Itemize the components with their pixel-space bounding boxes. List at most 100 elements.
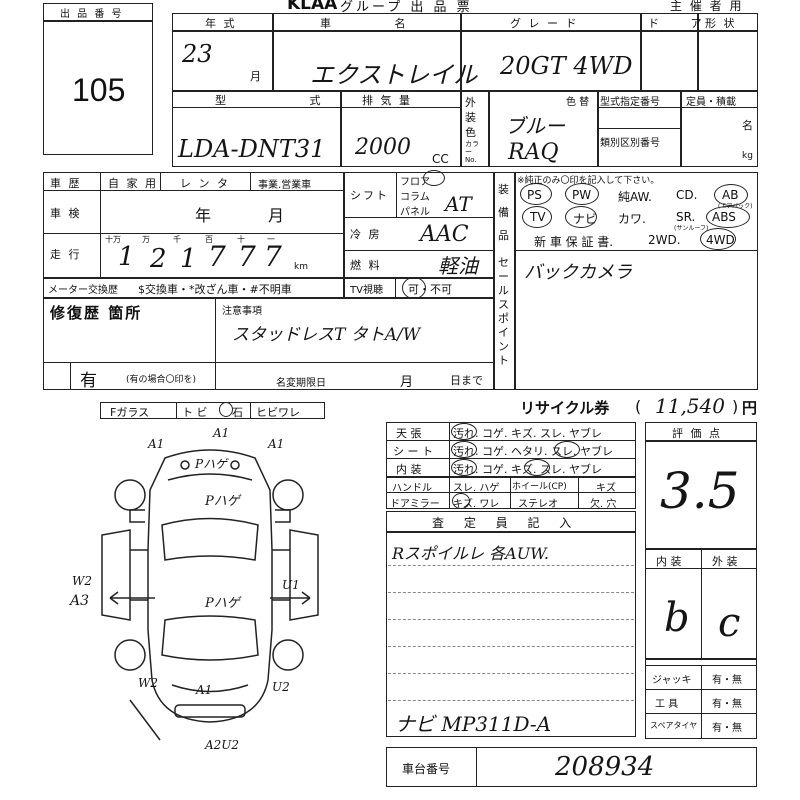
- diagram-mark-9: W2: [138, 676, 158, 690]
- mileage-digit-4: 7: [238, 240, 256, 273]
- interior-row-0-label: 天 張: [396, 427, 422, 440]
- car-name-label: 車 名: [320, 17, 436, 30]
- eq-pw-circle: [565, 183, 599, 205]
- meter-options: $交換車・*改ざん車・#不明車: [138, 283, 292, 296]
- chassis-box: [386, 747, 757, 787]
- stereo-options: 欠. 穴: [590, 499, 617, 510]
- inspection-label: 車 検: [50, 207, 82, 220]
- spare-label: スペアタイヤ: [650, 721, 698, 730]
- sales-point-value: バックカメラ: [524, 262, 632, 283]
- recycle-close-paren: ): [732, 397, 739, 416]
- exterior-color-label: 外装色: [465, 96, 476, 139]
- shift-label: シフト: [350, 189, 389, 202]
- grade-value: 20GT 4WD: [500, 52, 633, 80]
- chassis-value: 208934: [555, 752, 655, 782]
- inspector-label: 査 定 員 記 入: [432, 516, 580, 530]
- recycle-label: リサイクル券: [520, 399, 610, 417]
- digit-label-2: 千: [173, 235, 181, 244]
- equipment-label: 装備品: [498, 183, 509, 242]
- score-label: 評 価 点: [672, 427, 722, 440]
- exterior-grade-label: 外 装: [712, 555, 738, 568]
- inspector-line-1: Rスポイルレ 各AUW.: [392, 544, 549, 563]
- glass-crack: ヒビワレ: [256, 406, 300, 419]
- recycle-yen: 円: [742, 399, 758, 417]
- diagram-mark-3: Pハゲ: [195, 457, 228, 471]
- diagram-mark-11: U2: [272, 680, 290, 694]
- wheel-label: ホイール(CP): [512, 482, 567, 492]
- type-no-label: 型式指定番号: [600, 97, 660, 108]
- history-section: [43, 172, 758, 390]
- chassis-label: 車台番号: [402, 762, 451, 776]
- eq-2wd: 2WD.: [648, 233, 681, 247]
- header-logo: KLAA: [287, 0, 338, 14]
- class-no-label: 類別区別番号: [600, 138, 660, 149]
- diagram-mark-1: A1: [213, 426, 230, 440]
- glass-chip-circle: [219, 402, 233, 417]
- grade-label: グ レ ー ド: [510, 17, 579, 30]
- shift-panel: パネル: [400, 207, 430, 218]
- recycle-value: 11,540: [655, 394, 725, 418]
- aircon-value: AAC: [420, 222, 469, 247]
- name-change-month: 月: [400, 375, 414, 390]
- eq-sr-note: (サンルーフ): [674, 225, 709, 232]
- lot-number: 105: [72, 72, 126, 108]
- wheel-options: キズ: [596, 483, 616, 494]
- aircon-label: 冷 房: [350, 228, 382, 241]
- eq-cd: CD.: [676, 188, 698, 202]
- eq-ps-circle: [520, 183, 552, 205]
- diagram-mark-4: Pハゲ: [205, 494, 240, 509]
- diagram-mark-12: A2U2: [205, 738, 240, 752]
- recycle-open-paren: (: [635, 397, 642, 416]
- spare-options: 有・無: [712, 723, 742, 734]
- diagram-mark-7: A3: [70, 593, 90, 609]
- car-name-value: エクストレイル: [310, 61, 478, 89]
- business-label: 事業.営業車: [258, 180, 312, 191]
- diagram-mark-5: Pハゲ: [205, 596, 240, 611]
- steering-label: ハンドル: [392, 483, 432, 494]
- lot-number-box: [43, 3, 153, 155]
- exterior-grade-value: c: [718, 600, 741, 646]
- glass-chip: ト ビ: [182, 406, 208, 419]
- kg-unit: kg: [742, 151, 753, 161]
- tv-selected-circle: [402, 277, 426, 299]
- seat-wear-circle: [554, 441, 580, 458]
- interior-row-1-options: 汚れ. コゲ. ヘタリ. スレ. ヤブレ: [453, 445, 613, 458]
- fuel-label: 燃 料: [350, 259, 382, 272]
- shift-value: AT: [445, 192, 472, 216]
- inspection-year-unit: 年: [195, 206, 214, 225]
- history-label: 車 歴: [50, 177, 82, 190]
- capacity-label: 定員・積載: [686, 97, 736, 108]
- digit-label-4: 十: [237, 235, 245, 244]
- eq-tv-circle: [522, 206, 552, 228]
- mileage-digit-0: 1: [118, 242, 135, 272]
- model-value: LDA-DNT31: [178, 135, 326, 163]
- shift-column: コラム: [400, 192, 430, 203]
- jack-options: 有・無: [712, 675, 742, 686]
- displacement-value: 2000: [355, 135, 411, 160]
- eq-4wd-circle: [700, 228, 736, 250]
- tools-options: 有・無: [712, 699, 742, 710]
- digit-label-1: 万: [142, 235, 150, 244]
- glass-windshield: Fガラス: [110, 406, 150, 419]
- year-value: 23: [182, 40, 213, 68]
- digit-label-0: 十万: [105, 235, 121, 244]
- interior-grade-value: b: [664, 595, 690, 641]
- interior-grade-label: 内 装: [656, 555, 682, 568]
- interior-row-2-label: 内 装: [396, 463, 422, 476]
- color-code-value: RAQ: [508, 140, 559, 165]
- eq-navi-circle: [565, 206, 597, 228]
- stereo-label: ステレオ: [518, 499, 558, 510]
- rental-label: レ ン タ: [180, 177, 230, 190]
- color-change-label: 色 替: [566, 97, 590, 108]
- interior-table: [386, 422, 636, 509]
- mirror-scratch-circle: [452, 493, 470, 509]
- km-unit: km: [294, 262, 308, 272]
- notes-label: 注意事項: [222, 306, 262, 317]
- fuel-value: 軽油: [438, 254, 478, 278]
- eq-alloy: 純AW.: [618, 190, 652, 204]
- eq-leather: カワ.: [618, 212, 646, 226]
- diagram-mark-2: A1: [268, 437, 285, 451]
- inspection-month-unit: 月: [268, 206, 287, 225]
- diagram-mark-8: U1: [282, 578, 300, 592]
- year-label: 年 式: [205, 17, 237, 30]
